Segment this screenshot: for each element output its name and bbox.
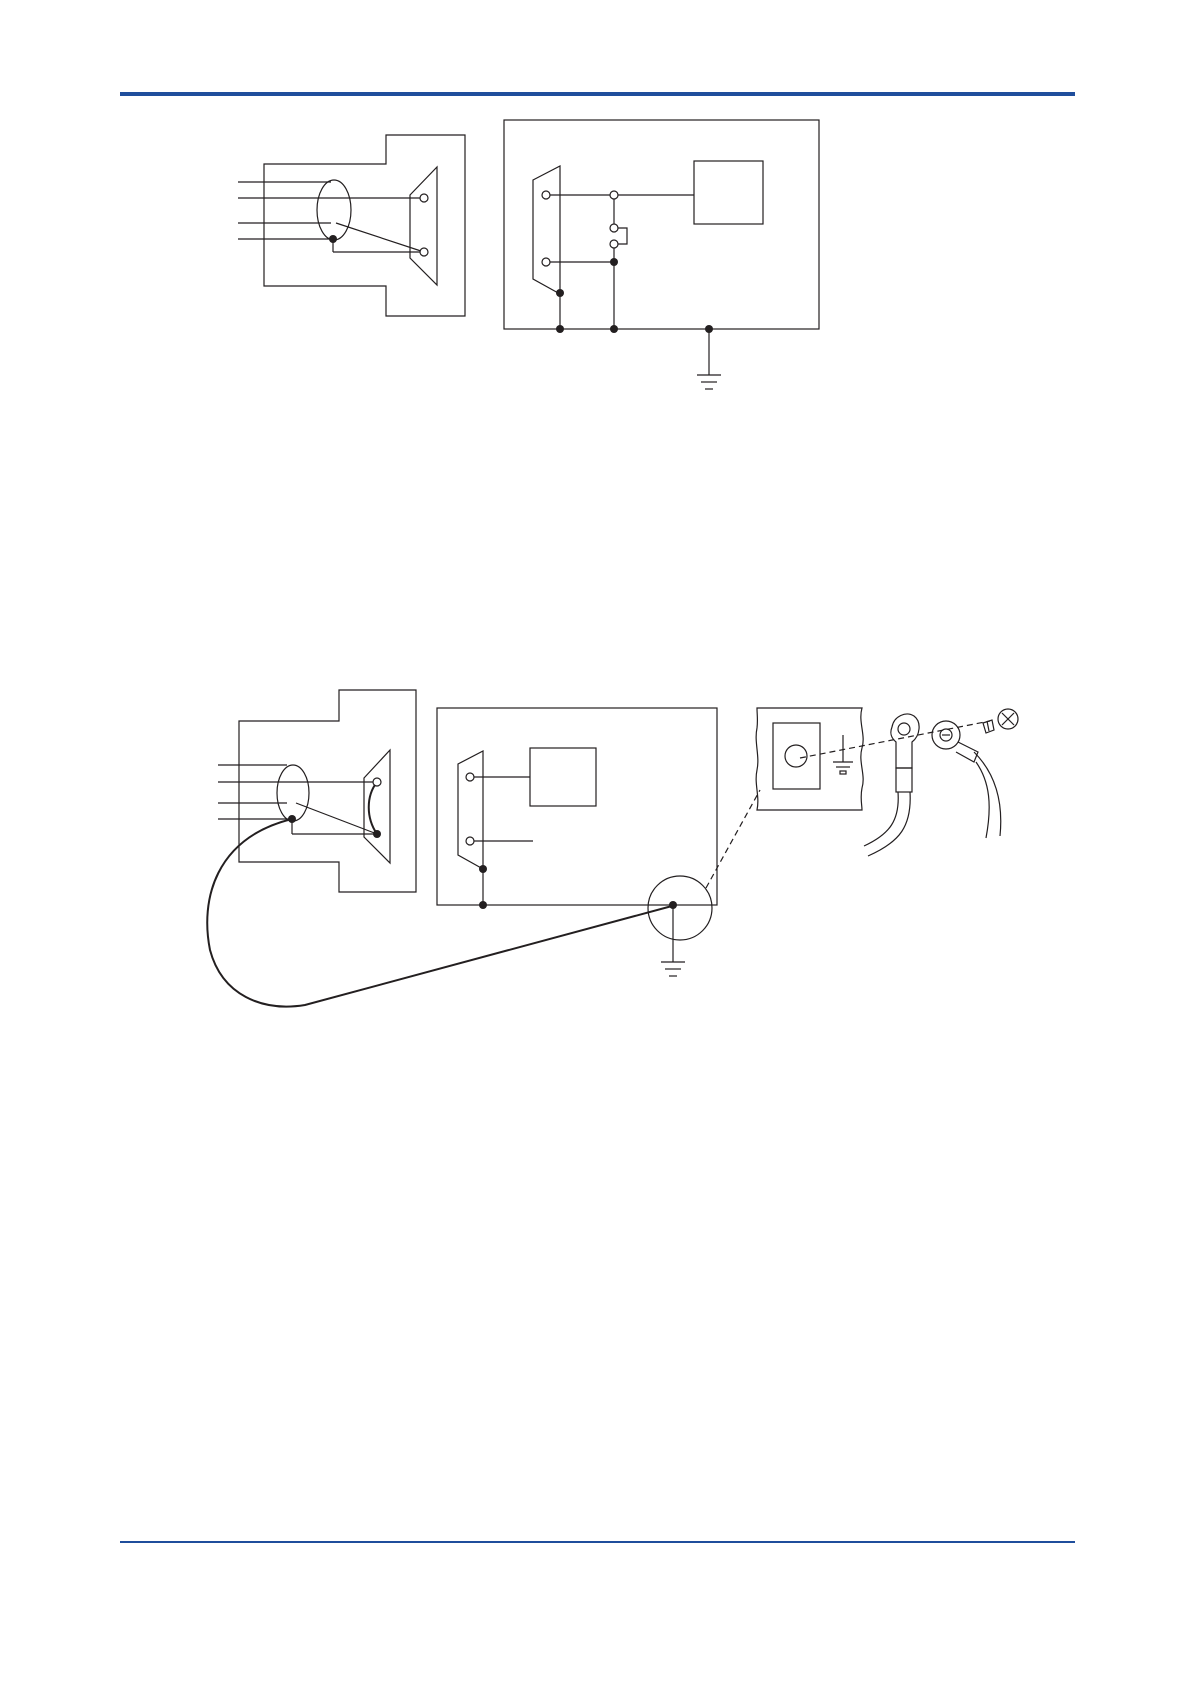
receptacle-connector [533,166,560,294]
figure-2 [207,690,1018,1007]
junction-node [479,865,487,873]
footer-rule [120,1541,1075,1543]
detail-callout-circle [648,876,712,940]
receptacle-connector [458,751,483,869]
ground-terminal-icon [785,745,807,767]
cable-wires [238,182,424,239]
shield-junction [329,235,337,243]
receptacle-pin [466,773,474,781]
junction-node [556,325,564,333]
plug-jumper [369,782,377,834]
junction-node [556,289,564,297]
receptacle-pin [542,258,550,266]
ground-junction [669,901,677,909]
cable-shield-ellipse [317,180,351,240]
ground-symbol [661,962,685,976]
assembly-axis [800,721,990,758]
junction-node [610,258,618,266]
receptacle-pin [466,837,474,845]
junction-node [610,325,618,333]
plug-pin [420,248,428,256]
figure-1 [238,120,819,389]
jumper-terminal [610,240,618,248]
ground-symbol [697,375,721,389]
plug-pin [420,194,428,202]
circuit-block [530,748,596,806]
receptacle-pin [542,191,550,199]
ring-terminal-icon [864,714,919,856]
plug-pin [373,778,381,786]
junction-node [705,325,713,333]
cable-wires [218,765,377,819]
plug-connector [410,167,437,285]
jumper-terminal [610,191,618,199]
plug-pin [373,830,381,838]
equipment-enclosure [504,120,819,329]
circuit-block [694,161,763,224]
cable-connector-housing [264,135,465,316]
insulated-ring-terminal-icon [932,721,1001,838]
cable-shield-ellipse [277,765,309,821]
detail-leader-line [706,790,760,888]
ground-mark-icon [833,735,853,774]
jumper-terminal [610,224,618,232]
external-ground-wire [207,819,672,1007]
junction-node [479,901,487,909]
screw-icon [983,709,1018,733]
